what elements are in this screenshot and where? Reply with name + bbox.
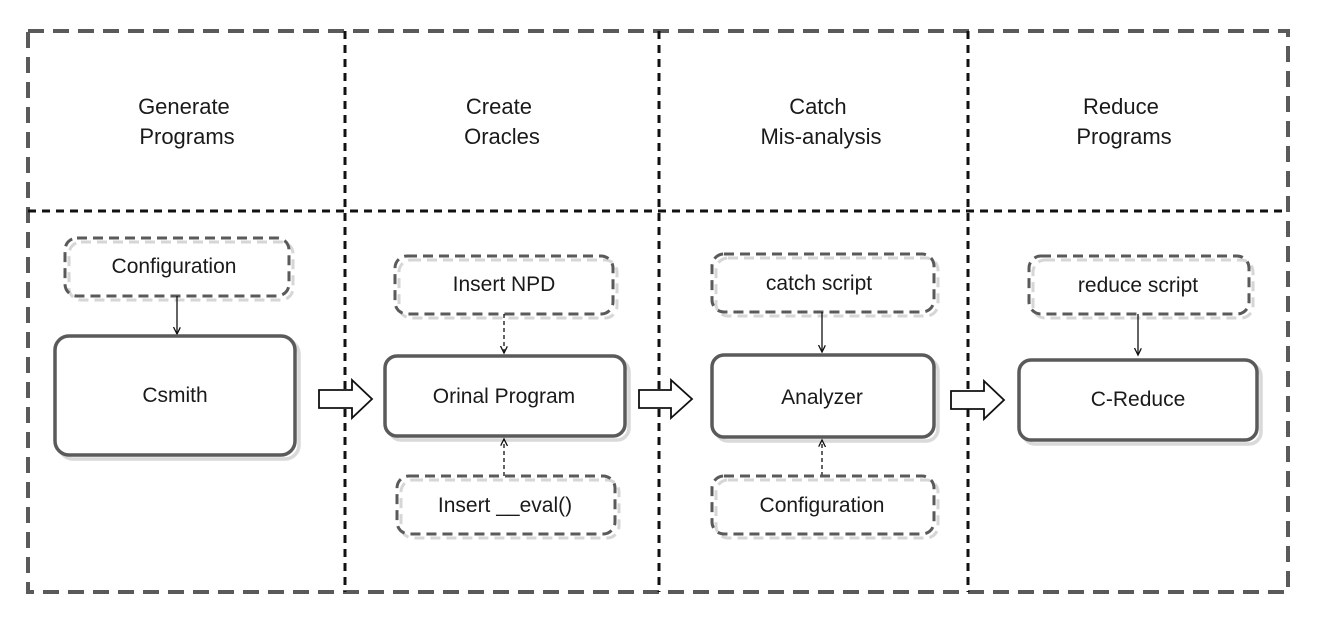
generate-config-box: Configuration [63,236,295,302]
catch-script-box: catch script [710,252,940,318]
reduce-script-box: reduce script [1027,254,1255,320]
insert-eval-box: Insert __eval() [395,474,621,540]
generate-config-label: Configuration [112,255,237,278]
analyzer-config-label: Configuration [760,494,885,517]
flow-arrow-1 [318,377,374,421]
insert-eval-label: Insert __eval() [438,494,572,517]
c-reduce-box: C-Reduce [1017,358,1263,446]
original-program-label: Orinal Program [433,385,575,408]
reduce-script-label: reduce script [1078,274,1198,297]
analyzer-box: Analyzer [710,353,940,443]
flow-arrow-3 [950,378,1006,422]
flow-arrow-2 [638,377,694,421]
stage-title-reduce: Reduce Programs [1076,94,1171,149]
original-program-box: Orinal Program [383,354,631,442]
stage-title-catch: Catch Mis-analysis [760,94,881,149]
analyzer-label: Analyzer [781,386,863,409]
catch-script-label: catch script [766,272,872,295]
analyzer-config-box: Configuration [710,474,940,540]
c-reduce-label: C-Reduce [1091,388,1186,411]
csmith-label: Csmith [142,384,207,407]
stage-title-oracles: Create Oracles [464,94,540,149]
stage-title-generate: Generate Programs [138,94,236,149]
insert-npd-label: Insert NPD [453,273,556,296]
insert-npd-box: Insert NPD [393,254,619,320]
csmith-box: Csmith [53,334,301,461]
